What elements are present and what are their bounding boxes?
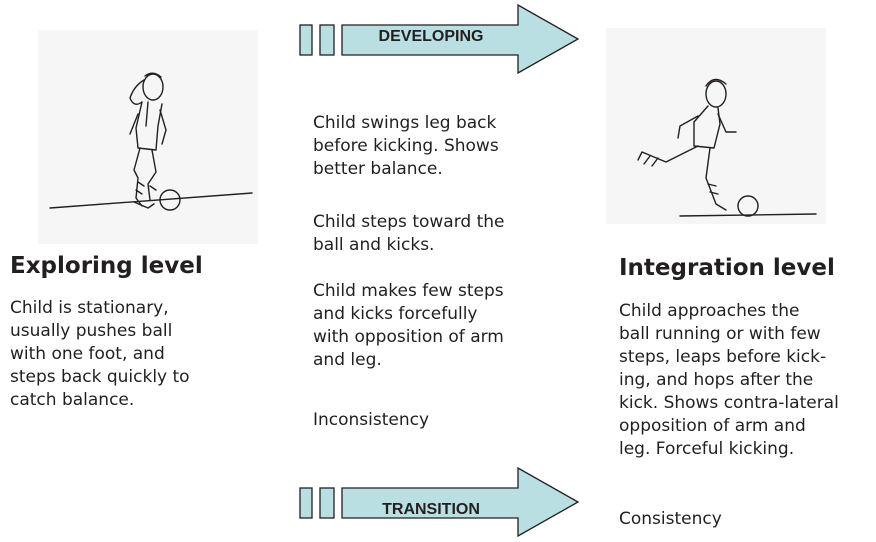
arrow-tail-block-2 bbox=[319, 487, 335, 519]
description-line: kick. Shows contra-lateral bbox=[619, 393, 839, 413]
description-line: and kicks forcefully bbox=[313, 304, 478, 324]
description-line: opposition of arm and bbox=[619, 416, 806, 436]
integration-title: Integration level bbox=[619, 255, 835, 281]
description-line: steps back quickly to bbox=[10, 367, 190, 387]
description-line: with opposition of arm bbox=[313, 327, 504, 347]
description-line: better balance. bbox=[313, 159, 443, 179]
exploring-title: Exploring level bbox=[10, 253, 203, 279]
arrow-tail-block-2 bbox=[319, 24, 335, 56]
inconsistency-label: Inconsistency bbox=[313, 410, 430, 430]
exploring-description: Child is stationary, usually pushes ball… bbox=[10, 297, 190, 412]
developing-paragraph-1: Child swings leg back before kicking. Sh… bbox=[313, 112, 499, 181]
description-line: Child steps toward the bbox=[313, 212, 505, 232]
arrow-tail-block-1 bbox=[299, 487, 313, 519]
description-line: steps, leaps before kick- bbox=[619, 347, 827, 367]
description-line: usually pushes ball bbox=[10, 321, 173, 341]
description-line: ing, and hops after the bbox=[619, 370, 814, 390]
developing-label: DEVELOPING bbox=[378, 28, 484, 45]
description-line: Child is stationary, bbox=[10, 298, 169, 318]
arrow-body bbox=[341, 466, 580, 538]
arrow-body bbox=[341, 3, 580, 75]
description-line: before kicking. Shows bbox=[313, 136, 499, 156]
integration-child-illustration bbox=[606, 28, 826, 224]
description-line: ball running or with few bbox=[619, 324, 821, 344]
consistency-label: Consistency bbox=[619, 509, 722, 529]
description-line: and leg. bbox=[313, 350, 382, 370]
developing-paragraph-3: Child makes few steps and kicks forceful… bbox=[313, 280, 504, 372]
transition-label: TRANSITION bbox=[382, 501, 480, 518]
description-line: ball and kicks. bbox=[313, 235, 435, 255]
developing-paragraph-2: Child steps toward the ball and kicks. bbox=[313, 211, 505, 257]
description-line: Child swings leg back bbox=[313, 113, 497, 133]
integration-description: Child approaches the ball running or wit… bbox=[619, 300, 839, 461]
developing-paragraph-4: Inconsistency bbox=[313, 409, 429, 432]
exploring-child-illustration bbox=[38, 30, 258, 244]
developing-arrow bbox=[299, 3, 580, 75]
description-line: catch balance. bbox=[10, 390, 135, 410]
description-line: leg. Forceful kicking. bbox=[619, 439, 795, 459]
description-line: Child makes few steps bbox=[313, 281, 504, 301]
arrow-tail-block-1 bbox=[299, 24, 313, 56]
transition-arrow bbox=[299, 466, 580, 538]
description-line: Child approaches the bbox=[619, 301, 800, 321]
description-line: with one foot, and bbox=[10, 344, 165, 364]
